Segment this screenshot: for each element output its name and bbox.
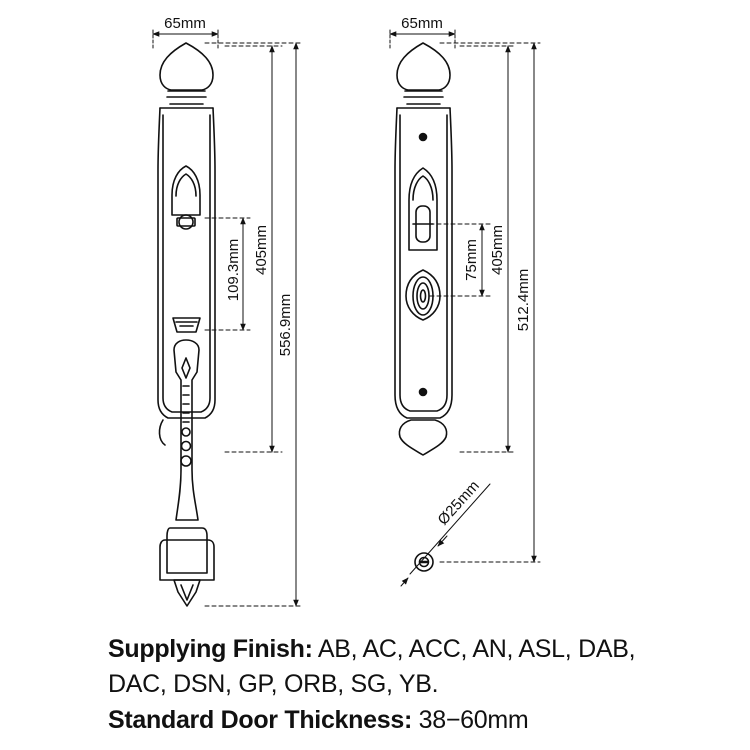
left-inner-height-label: 109.3mm: [225, 239, 242, 302]
finish-label: Supplying Finish:: [108, 635, 313, 663]
right-total-height-label: 512.4mm: [515, 269, 532, 332]
finish-values-2: DAC, DSN, GP, ORB, SG, YB.: [108, 670, 439, 698]
left-cylinder: [178, 214, 194, 230]
finish-line-1: Supplying Finish: AB, AC, ACC, AN, ASL, …: [108, 633, 728, 666]
exterior-handleset: [157, 42, 216, 607]
right-dimensions: [389, 29, 541, 563]
left-grip: [173, 339, 200, 521]
left-finial: [159, 42, 214, 91]
technical-drawing: 65mm 109.3mm 405mm 556.9mm: [152, 15, 541, 607]
left-mid-height-label: 405mm: [253, 225, 270, 275]
left-thumb-turn-window: [171, 165, 201, 216]
right-lock-rosette: [405, 269, 441, 321]
door-thickness-line: Standard Door Thickness: 38−60mm: [108, 704, 728, 737]
right-bottom-finial: [398, 419, 448, 456]
right-backplate: [394, 107, 453, 419]
right-bottom-screw: [418, 387, 428, 397]
finish-values-1: AB, AC, ACC, AN, ASL, DAB,: [317, 635, 636, 663]
thickness-label: Standard Door Thickness:: [108, 706, 412, 734]
left-width-label: 65mm: [164, 15, 206, 32]
right-finial: [396, 42, 451, 91]
right-top-screw: [418, 132, 428, 142]
left-total-height-label: 556.9mm: [277, 294, 294, 357]
left-backplate: [157, 107, 216, 419]
right-width-label: 65mm: [401, 15, 443, 32]
right-mid-height-label: 405mm: [489, 225, 506, 275]
right-thumb-turn-window: [408, 167, 438, 251]
interior-plate: [394, 42, 453, 456]
cylinder-diameter-label: Ø25mm: [434, 477, 482, 528]
left-thumb-lever: [172, 317, 201, 333]
cylinder-detail: [400, 483, 491, 587]
left-dimensions: [152, 29, 303, 607]
thickness-value: 38−60mm: [418, 706, 529, 734]
left-bottom-escutcheon: [159, 539, 215, 581]
finish-line-2: DAC, DSN, GP, ORB, SG, YB.: [108, 668, 728, 701]
right-inner-height-label: 75mm: [463, 239, 480, 281]
